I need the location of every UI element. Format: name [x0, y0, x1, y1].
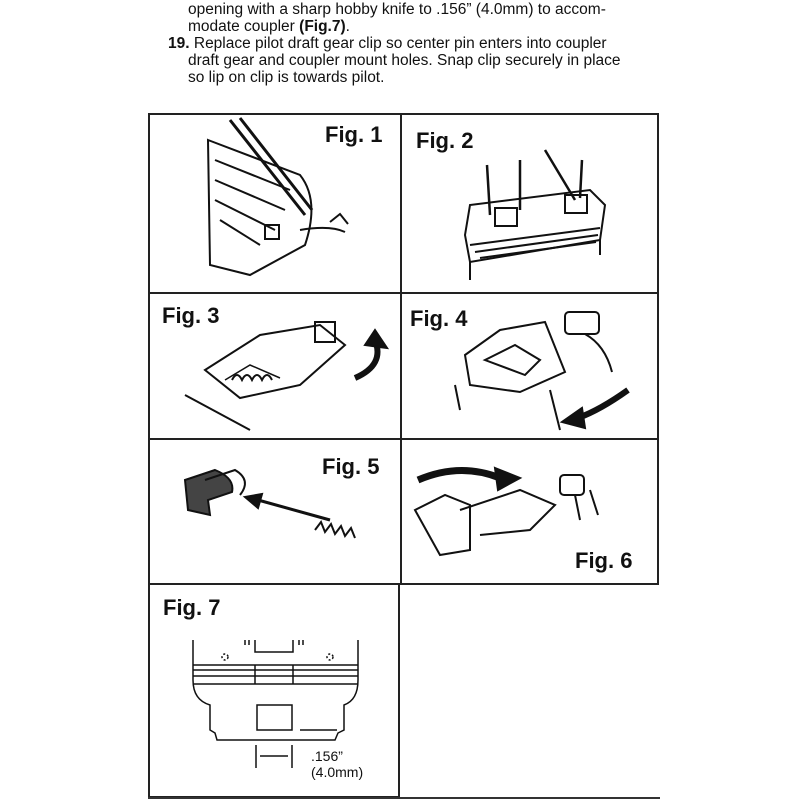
- fig2-illustration: [463, 149, 607, 280]
- fig3-illustration: [184, 321, 390, 431]
- figure-label: Fig. 3: [162, 303, 220, 328]
- text-span: .: [345, 18, 350, 35]
- figure-label: Fig. 2: [416, 128, 474, 153]
- text-line: draft gear and coupler mount holes. Snap…: [188, 52, 621, 69]
- figure-label: Fig. 6: [575, 548, 633, 573]
- dimension-label: .156” (4.0mm): [311, 748, 363, 780]
- figure-reference: (Fig.7): [299, 18, 346, 35]
- step-19: 19. Replace pilot draft gear clip so cen…: [168, 35, 658, 52]
- fig1-illustration: [206, 117, 349, 277]
- dimension-inch: .156”: [311, 748, 343, 764]
- figure-label: Fig. 4: [410, 306, 468, 331]
- figure-label: Fig. 5: [322, 454, 380, 479]
- fig4-illustration: [454, 311, 630, 431]
- figure-6-panel: [400, 438, 659, 585]
- instruction-text: opening with a sharp hobby knife to .156…: [168, 1, 658, 86]
- text-span: modate coupler: [188, 18, 300, 35]
- bottom-rule: [148, 797, 660, 799]
- fig7-illustration: [192, 640, 359, 768]
- dimension-mm: (4.0mm): [311, 764, 364, 780]
- figure-label: Fig. 1: [325, 122, 383, 147]
- fig6-illustration: [413, 466, 599, 557]
- fig5-illustration: [183, 468, 356, 539]
- text-line: modate coupler (Fig.7).: [168, 18, 658, 35]
- step-number: 19.: [168, 35, 190, 52]
- text-span: Replace pilot draft gear clip so center …: [189, 35, 607, 52]
- figure-label: Fig. 7: [163, 595, 221, 620]
- text-line: opening with a sharp hobby knife to .156…: [188, 1, 606, 18]
- text-line: so lip on clip is towards pilot.: [188, 69, 385, 86]
